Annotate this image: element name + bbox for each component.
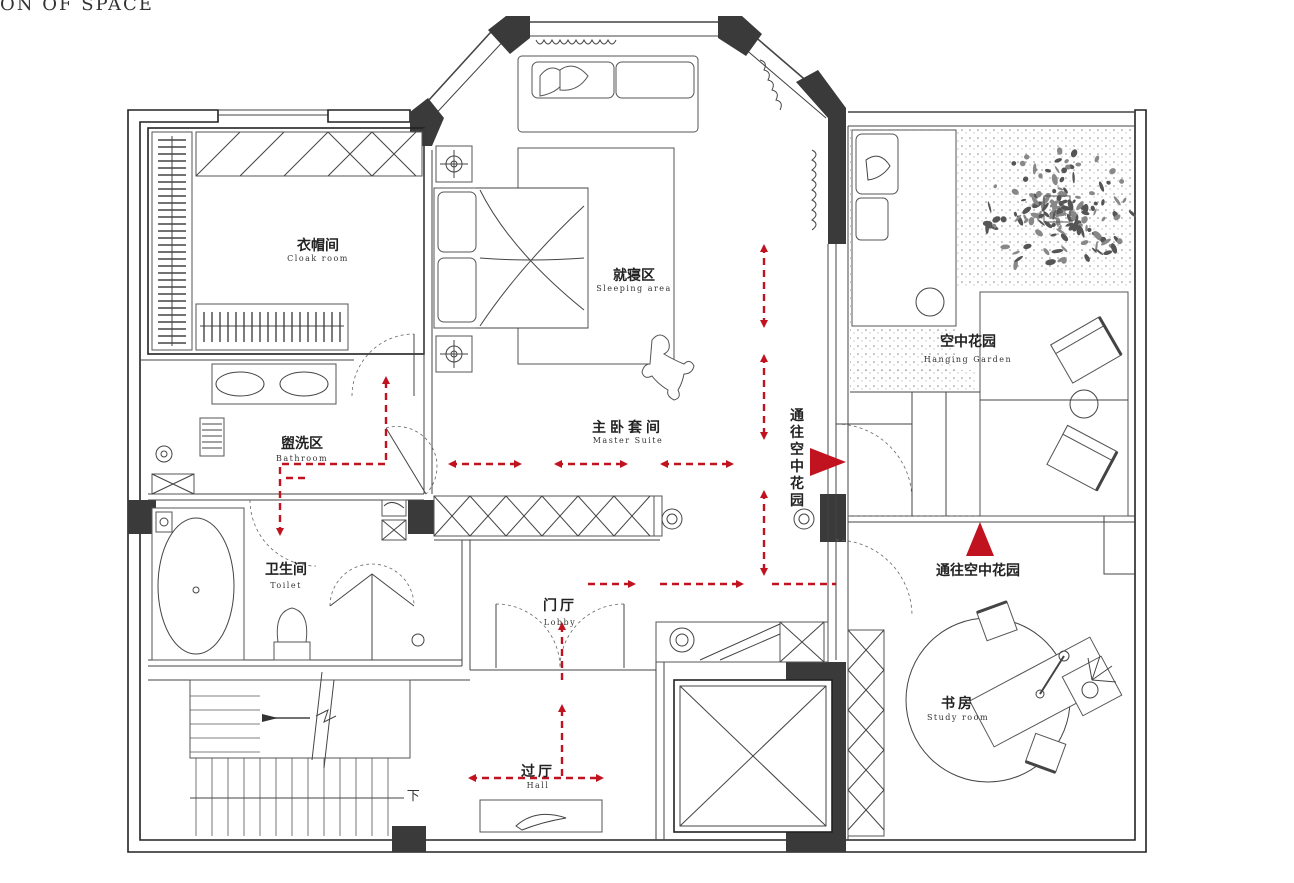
vertical-char: 中: [790, 458, 804, 475]
label-hall-zh: 过厅: [521, 763, 555, 780]
toilet-fixture: [273, 607, 311, 661]
label-stair-down: 下: [407, 789, 422, 804]
label-study-zh: 书房: [941, 695, 975, 712]
label-master-zh: 主卧套间: [592, 419, 664, 436]
teddy-bear-rug: [641, 334, 695, 401]
lounge-chairs: [1046, 316, 1123, 492]
label-toilet-en: Toilet: [270, 581, 302, 590]
staircase: [189, 671, 411, 836]
bedside-lamps: [435, 145, 473, 373]
label-sleeping-en: Sleeping area: [596, 284, 672, 293]
elevator: [673, 679, 833, 833]
study-furniture: [905, 600, 1123, 783]
vertical-char: 花: [790, 475, 804, 492]
garden-entry-arrow-right: [810, 448, 846, 476]
vanity: [151, 363, 337, 495]
curtains: [535, 38, 817, 231]
vertical-char: 空: [790, 441, 804, 458]
label-bath-zh: 盥洗区: [281, 435, 323, 452]
label-sleeping-zh: 就寝区: [613, 267, 655, 284]
label-hall-en: Hall: [527, 781, 550, 790]
wardrobe-cabinets: [151, 131, 423, 351]
label-to-garden-vertical: 通往空中花园: [790, 408, 804, 509]
label-lobby-en: Lobby: [544, 618, 576, 627]
label-toilet-zh: 卫生间: [265, 561, 307, 578]
garden-area: [850, 128, 1136, 517]
shoe-cabinet: [847, 629, 885, 837]
plant-pot: [793, 508, 815, 530]
vertical-char: 往: [790, 424, 804, 441]
tv-cabinet: [433, 495, 683, 537]
label-master-en: Master Suite: [593, 436, 664, 445]
circulation-arrows: [276, 244, 994, 782]
sofa-bay: [517, 55, 699, 133]
bathtub: [151, 507, 245, 661]
tree-canopy: [982, 147, 1136, 271]
hangers-horizontal: [200, 312, 344, 342]
label-to-garden-horizontal: 通往空中花园: [936, 562, 1020, 579]
label-study-en: Study room: [927, 713, 989, 722]
garden-entry-arrow-up: [966, 522, 994, 556]
label-bath-en: Bathroom: [276, 454, 328, 463]
double-bed: [433, 187, 589, 329]
page-title: ON OF SPACE: [0, 0, 154, 15]
hangers-vertical: [158, 139, 186, 344]
console-table: [479, 799, 603, 833]
entry-cabinet: [655, 621, 829, 663]
label-lobby-zh: 门厅: [543, 597, 577, 614]
room-labels: 衣帽间 Cloak room 就寝区 Sleeping area 主卧套间 Ma…: [265, 237, 1020, 804]
label-garden-en: Hanging Garden: [924, 355, 1012, 364]
label-garden-zh: 空中花园: [940, 333, 996, 350]
label-cloak-zh: 衣帽间: [297, 237, 339, 254]
vertical-char: 通: [790, 408, 804, 424]
label-cloak-en: Cloak room: [287, 254, 349, 263]
vertical-char: 园: [790, 493, 804, 509]
